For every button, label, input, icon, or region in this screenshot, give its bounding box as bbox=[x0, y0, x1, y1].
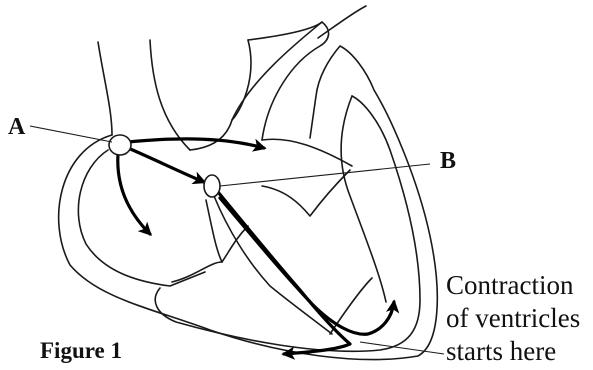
right-ventricle-inner-wall bbox=[155, 96, 420, 351]
caption-line-3: starts here bbox=[446, 336, 556, 366]
septum-left-side bbox=[214, 196, 332, 334]
arrow-sa-to-left-atrium bbox=[128, 139, 264, 148]
leader-line-a bbox=[30, 126, 112, 142]
figure-caption: Figure 1 bbox=[40, 338, 122, 363]
septum-right-side bbox=[206, 200, 248, 262]
conduction-pathways bbox=[118, 139, 394, 354]
pulmonary-trunk-outline bbox=[318, 6, 366, 38]
label-a: A bbox=[8, 114, 26, 140]
right-atrium-inner-wall bbox=[78, 150, 205, 286]
vena-cava-inner-wall bbox=[150, 40, 190, 150]
pulmonary-trunk-inner bbox=[262, 139, 352, 166]
atrioventricular-node bbox=[204, 175, 220, 197]
septum-lower-edge bbox=[172, 262, 222, 282]
aorta-inner-wall-2 bbox=[232, 40, 251, 120]
aorta-outline bbox=[232, 22, 329, 140]
arrow-sa-to-right-atrium bbox=[118, 154, 150, 234]
vessel-branch bbox=[190, 120, 232, 150]
arrow-sa-to-av-node bbox=[128, 148, 204, 182]
caption-line-2: of ventricles bbox=[446, 303, 580, 333]
leader-line-caption bbox=[360, 342, 444, 354]
vena-cava-outline bbox=[98, 42, 112, 135]
caption-line-1: Contraction bbox=[446, 270, 574, 300]
bundle-of-his-left bbox=[220, 198, 394, 334]
label-b: B bbox=[440, 148, 456, 174]
sinoatrial-node bbox=[109, 135, 131, 155]
